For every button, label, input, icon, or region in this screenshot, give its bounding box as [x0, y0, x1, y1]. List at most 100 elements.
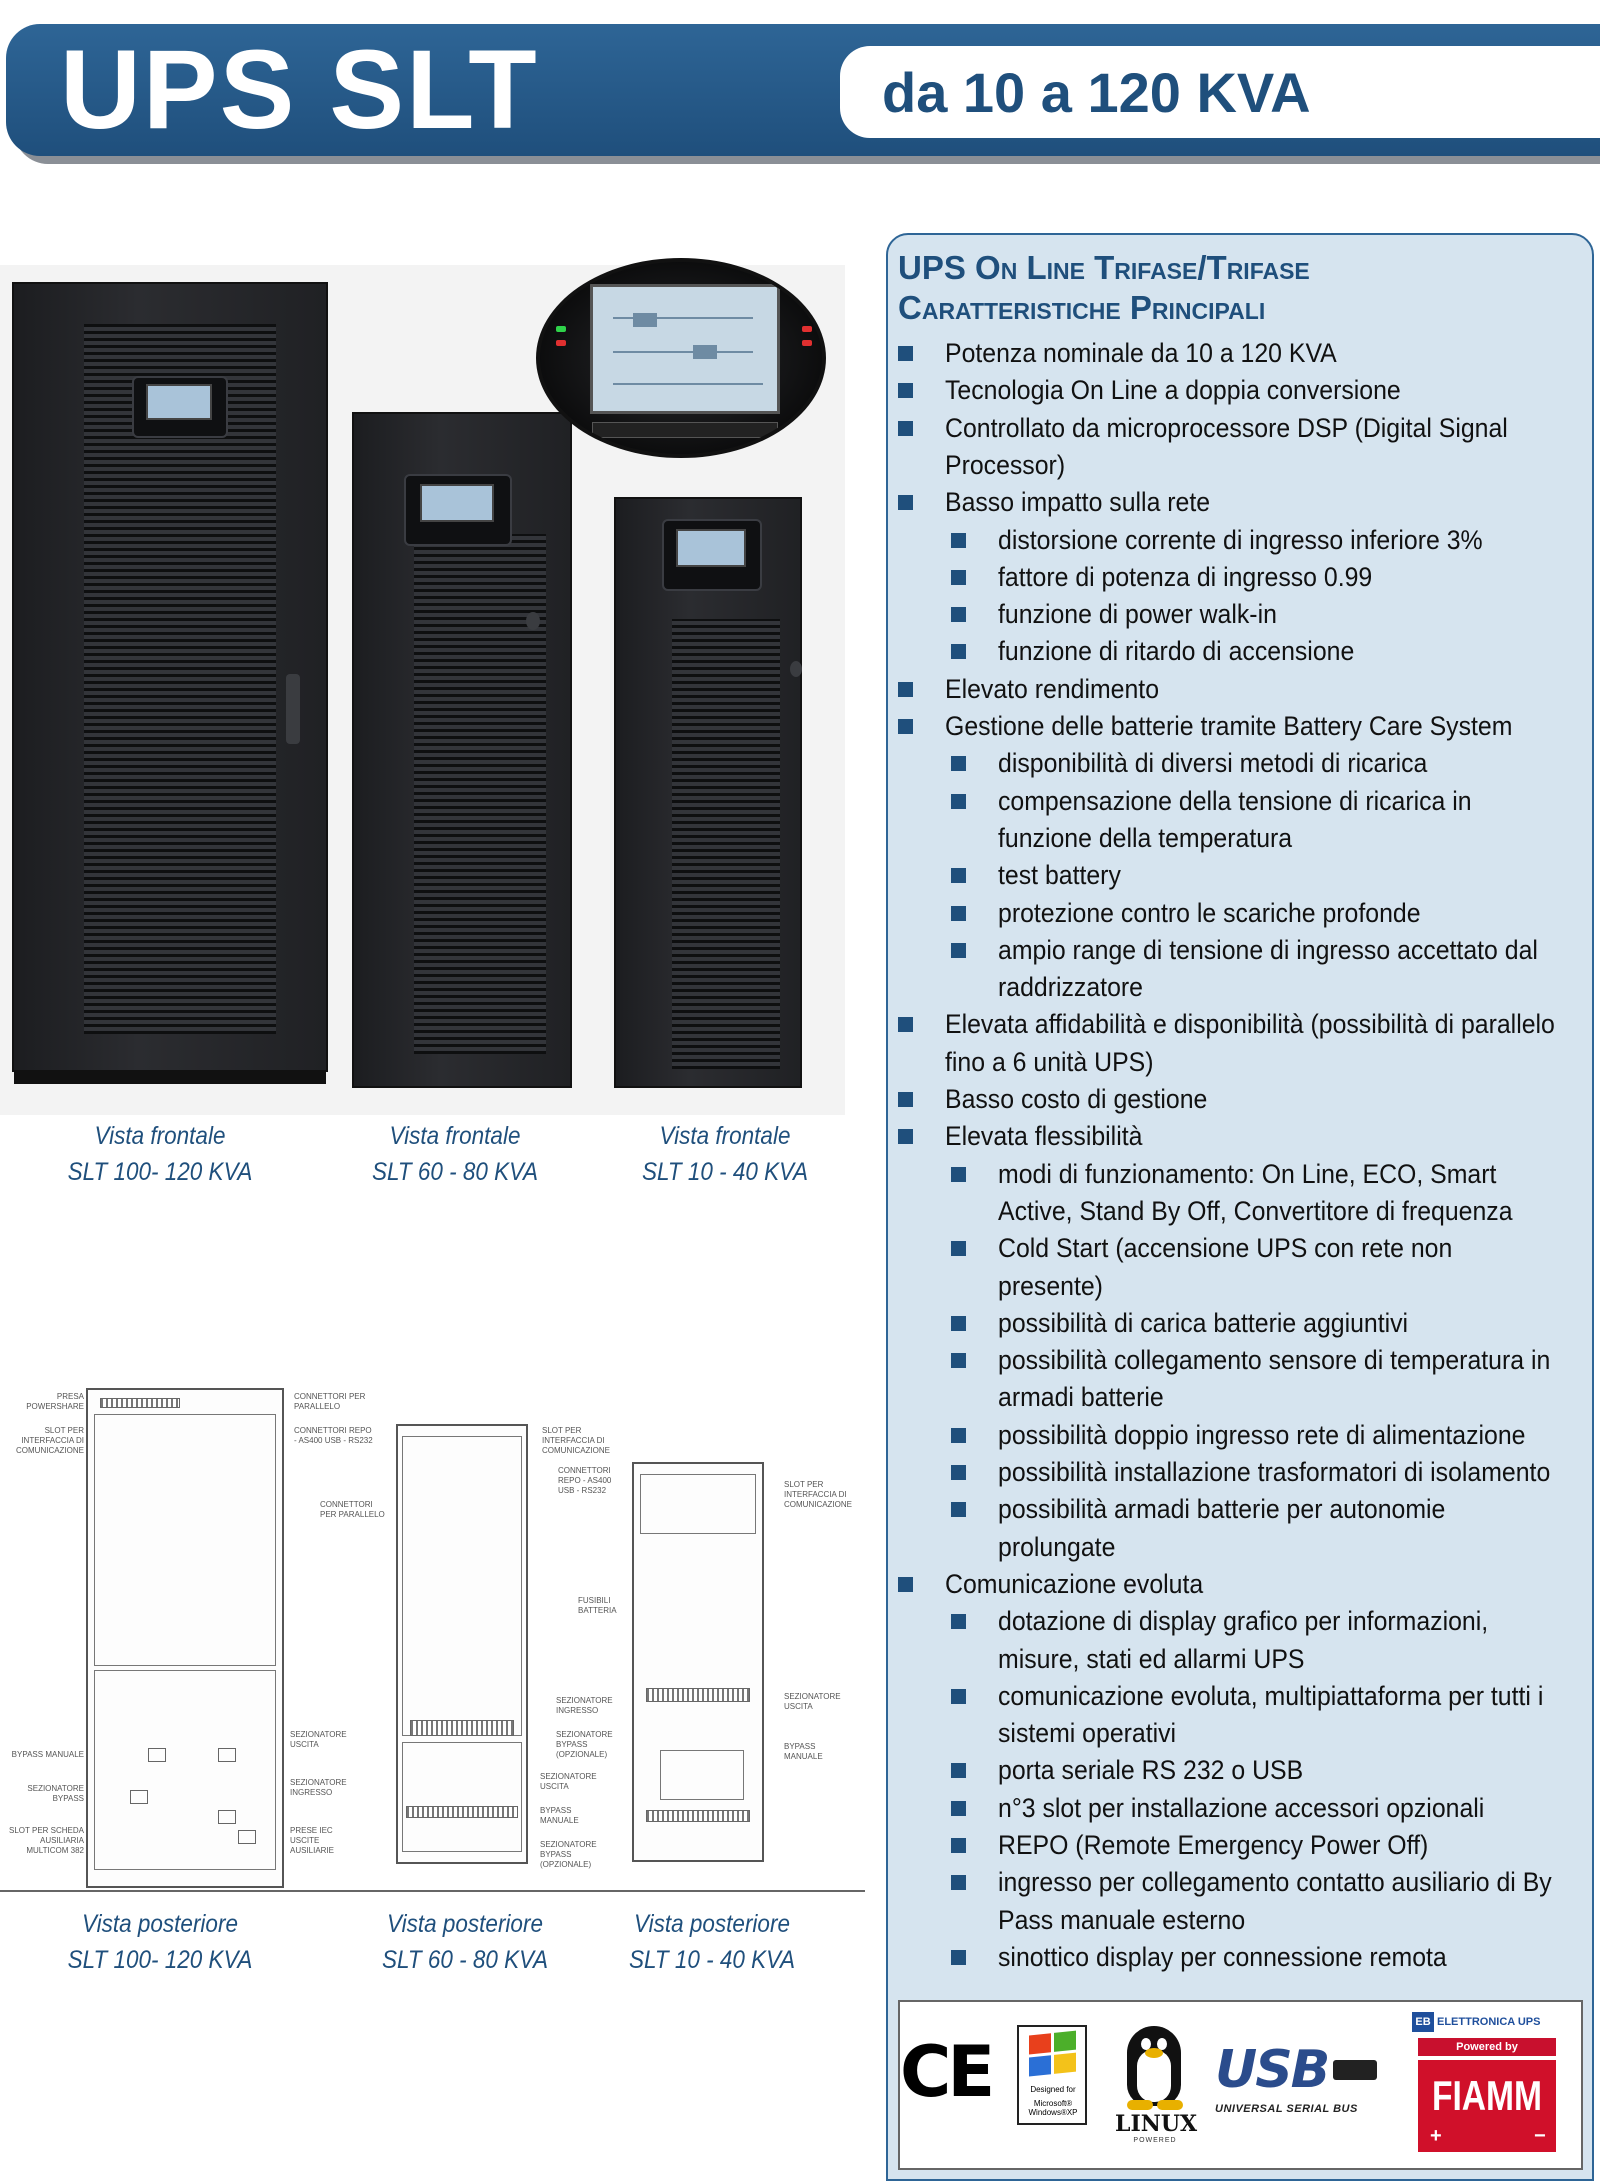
bullet-square-icon: [951, 1614, 966, 1630]
bullet-square-icon: [951, 1315, 966, 1331]
feature-subitem: protezione contro le scariche profonde: [998, 897, 1421, 928]
bullet-square-icon: [898, 383, 913, 399]
feature-subitem: dotazione di display grafico per informa…: [998, 1606, 1489, 1637]
linux-powered-logo: LINUX POWERED: [1115, 2020, 1197, 2150]
bullet-square-icon: [951, 1427, 966, 1443]
feature-item: fino a 6 unità UPS): [945, 1046, 1154, 1077]
usb-caption: UNIVERSAL SERIAL BUS: [1215, 2103, 1358, 2115]
bullet-square-icon: [951, 1763, 966, 1779]
bullet-square-icon: [951, 1353, 966, 1369]
feature-subitem: possibilità collegamento sensore di temp…: [998, 1345, 1551, 1376]
label-big-left-1: SLOT PER INTERFACCIA DI COMUNICAZIONE: [16, 1426, 84, 1455]
label-mid-right-6: BYPASS MANUALE: [540, 1806, 579, 1825]
feature-subitem: ingresso per collegamento contatto ausil…: [998, 1867, 1552, 1898]
feature-subitem: n°3 slot per installazione accessori opz…: [998, 1792, 1485, 1823]
cabinet-medium-front: [352, 412, 572, 1088]
feature-item: Basso costo di gestione: [945, 1084, 1208, 1114]
bullet-square-icon: [898, 719, 913, 734]
feature-subitem: fattore di potenza di ingresso 0.99: [998, 561, 1373, 592]
feature-subitem: raddrizzatore: [998, 972, 1143, 1003]
feature-subitem: Active, Stand By Off, Convertitore di fr…: [998, 1195, 1513, 1226]
bullet-square-icon: [951, 1465, 966, 1480]
bullet-square-icon: [898, 1017, 913, 1033]
label-small-right-2: BYPASS MANUALE: [784, 1742, 823, 1761]
feature-item: Comunicazione evoluta: [945, 1568, 1204, 1599]
feature-item: Potenza nominale da 10 a 120 KVA: [945, 338, 1337, 368]
caption-rear-large: Vista posteriore SLT 100- 120 KVA: [25, 1906, 295, 1978]
bullet-square-icon: [951, 1800, 966, 1816]
bullet-square-icon: [951, 1166, 966, 1182]
eb-badge: EB: [1412, 2012, 1434, 2032]
label-big-right-5: PRESE IEC USCITE AUSILIARIE: [290, 1826, 335, 1855]
drawing-medium-rear: [396, 1424, 528, 1864]
feature-subitem: modi di funzionamento: On Line, ECO, Sma…: [998, 1158, 1497, 1189]
caption-front-small-line1: Vista frontale: [659, 1122, 791, 1150]
bullet-square-icon: [951, 644, 966, 660]
bullet-square-icon: [951, 1838, 966, 1853]
bullet-square-icon: [951, 756, 966, 772]
label-mid-right-5: SEZIONATORE USCITA: [540, 1772, 597, 1791]
label-mid-right-1: CONNETTORI REPO - AS400 USB - RS232: [558, 1466, 612, 1495]
bullet-square-icon: [951, 532, 966, 548]
feature-subitem: misure, stati ed allarmi UPS: [998, 1643, 1305, 1674]
label-mid-right-3: SEZIONATORE INGRESSO: [556, 1696, 613, 1715]
bullet-square-icon: [898, 495, 913, 511]
feature-item: Gestione delle batterie tramite Battery …: [945, 711, 1513, 741]
page-title: UPS SLT: [60, 27, 539, 152]
bullet-square-icon: [951, 905, 966, 921]
bullet-square-icon: [951, 1949, 966, 1965]
label-big-right-1: CONNETTORI REPO - AS400 USB - RS232: [294, 1426, 373, 1445]
feature-item: Processor): [945, 449, 1066, 480]
bullet-square-icon: [951, 1502, 966, 1518]
feature-subitem: sistemi operativi: [998, 1718, 1177, 1749]
bullet-square-icon: [898, 1576, 913, 1592]
features-heading-line1: UPS On Line Trifase/Trifase: [898, 249, 1310, 286]
label-big-right-4: SEZIONATORE INGRESSO: [290, 1778, 347, 1797]
label-mid-right-7: SEZIONATORE BYPASS (OPZIONALE): [540, 1840, 597, 1869]
bullet-square-icon: [951, 569, 966, 585]
features-panel: [886, 233, 1594, 2181]
bullet-square-icon: [951, 1241, 966, 1257]
caption-front-medium-line1: Vista frontale: [389, 1122, 521, 1150]
cabinet-small-front: [614, 497, 802, 1088]
caption-front-medium: Vista frontale SLT 60 - 80 KVA: [320, 1118, 590, 1190]
bullet-square-icon: [951, 607, 966, 623]
feature-subitem: possibilità installazione trasformatori …: [998, 1457, 1551, 1487]
feature-item: Controllato da microprocessore DSP (Digi…: [945, 412, 1508, 443]
feature-subitem: compensazione della tensione di ricarica…: [998, 785, 1472, 816]
caption-front-small: Vista frontale SLT 10 - 40 KVA: [590, 1118, 860, 1190]
feature-item: Elevata flessibilità: [945, 1121, 1143, 1152]
fiamm-box: FIAMM + −: [1418, 2060, 1556, 2152]
features-heading-line2: Caratteristiche Principali: [898, 289, 1266, 326]
feature-subitem: funzione di ritardo di accensione: [998, 636, 1355, 667]
label-big-right-2: CONNETTORI PER PARALLELO: [320, 1500, 385, 1519]
feature-subitem: sinottico display per connessione remota: [998, 1941, 1447, 1972]
feature-subitem: presente): [998, 1270, 1103, 1301]
windows-text-2: Microsoft® Windows®XP: [1028, 2099, 1078, 2117]
powered-by-label: Powered by: [1418, 2038, 1556, 2056]
label-big-left-0: PRESA POWERSHARE: [26, 1392, 84, 1411]
fiamm-logo: EB ELETTRONICA UPS Powered by FIAMM + −: [1412, 2010, 1562, 2160]
feature-subitem: possibilità doppio ingresso rete di alim…: [998, 1419, 1526, 1450]
minus-icon: −: [1534, 2125, 1546, 2147]
bullet-square-icon: [951, 868, 966, 884]
feature-item: Tecnologia On Line a doppia conversione: [945, 375, 1401, 406]
feature-subitem: test battery: [998, 860, 1121, 891]
bullet-square-icon: [951, 793, 966, 809]
bullet-square-icon: [898, 681, 913, 697]
bullet-square-icon: [951, 1688, 966, 1704]
caption-front-large-line1: Vista frontale: [94, 1122, 226, 1150]
label-big-left-3: SEZIONATORE BYPASS: [27, 1784, 84, 1803]
caption-rear-large-line2: SLT 100- 120 KVA: [67, 1946, 253, 1974]
cabinet-large-front: [12, 282, 328, 1084]
label-big-left-4: SLOT PER SCHEDA AUSILIARIA MULTICOM 382: [9, 1826, 84, 1855]
feature-item: Elevata affidabilità e disponibilità (po…: [945, 1009, 1555, 1040]
feature-subitem: comunicazione evoluta, multipiattaforma …: [998, 1680, 1544, 1711]
feature-subitem: Cold Start (accensione UPS con rete non: [998, 1233, 1453, 1264]
caption-front-large-line2: SLT 100- 120 KVA: [67, 1158, 253, 1186]
feature-subitem: funzione di power walk-in: [998, 599, 1277, 630]
caption-rear-medium: Vista posteriore SLT 60 - 80 KVA: [330, 1906, 600, 1978]
feature-subitem: possibilità armadi batterie per autonomi…: [998, 1494, 1446, 1525]
subtitle-box: [840, 46, 1600, 138]
feature-item: Basso impatto sulla rete: [945, 487, 1211, 518]
